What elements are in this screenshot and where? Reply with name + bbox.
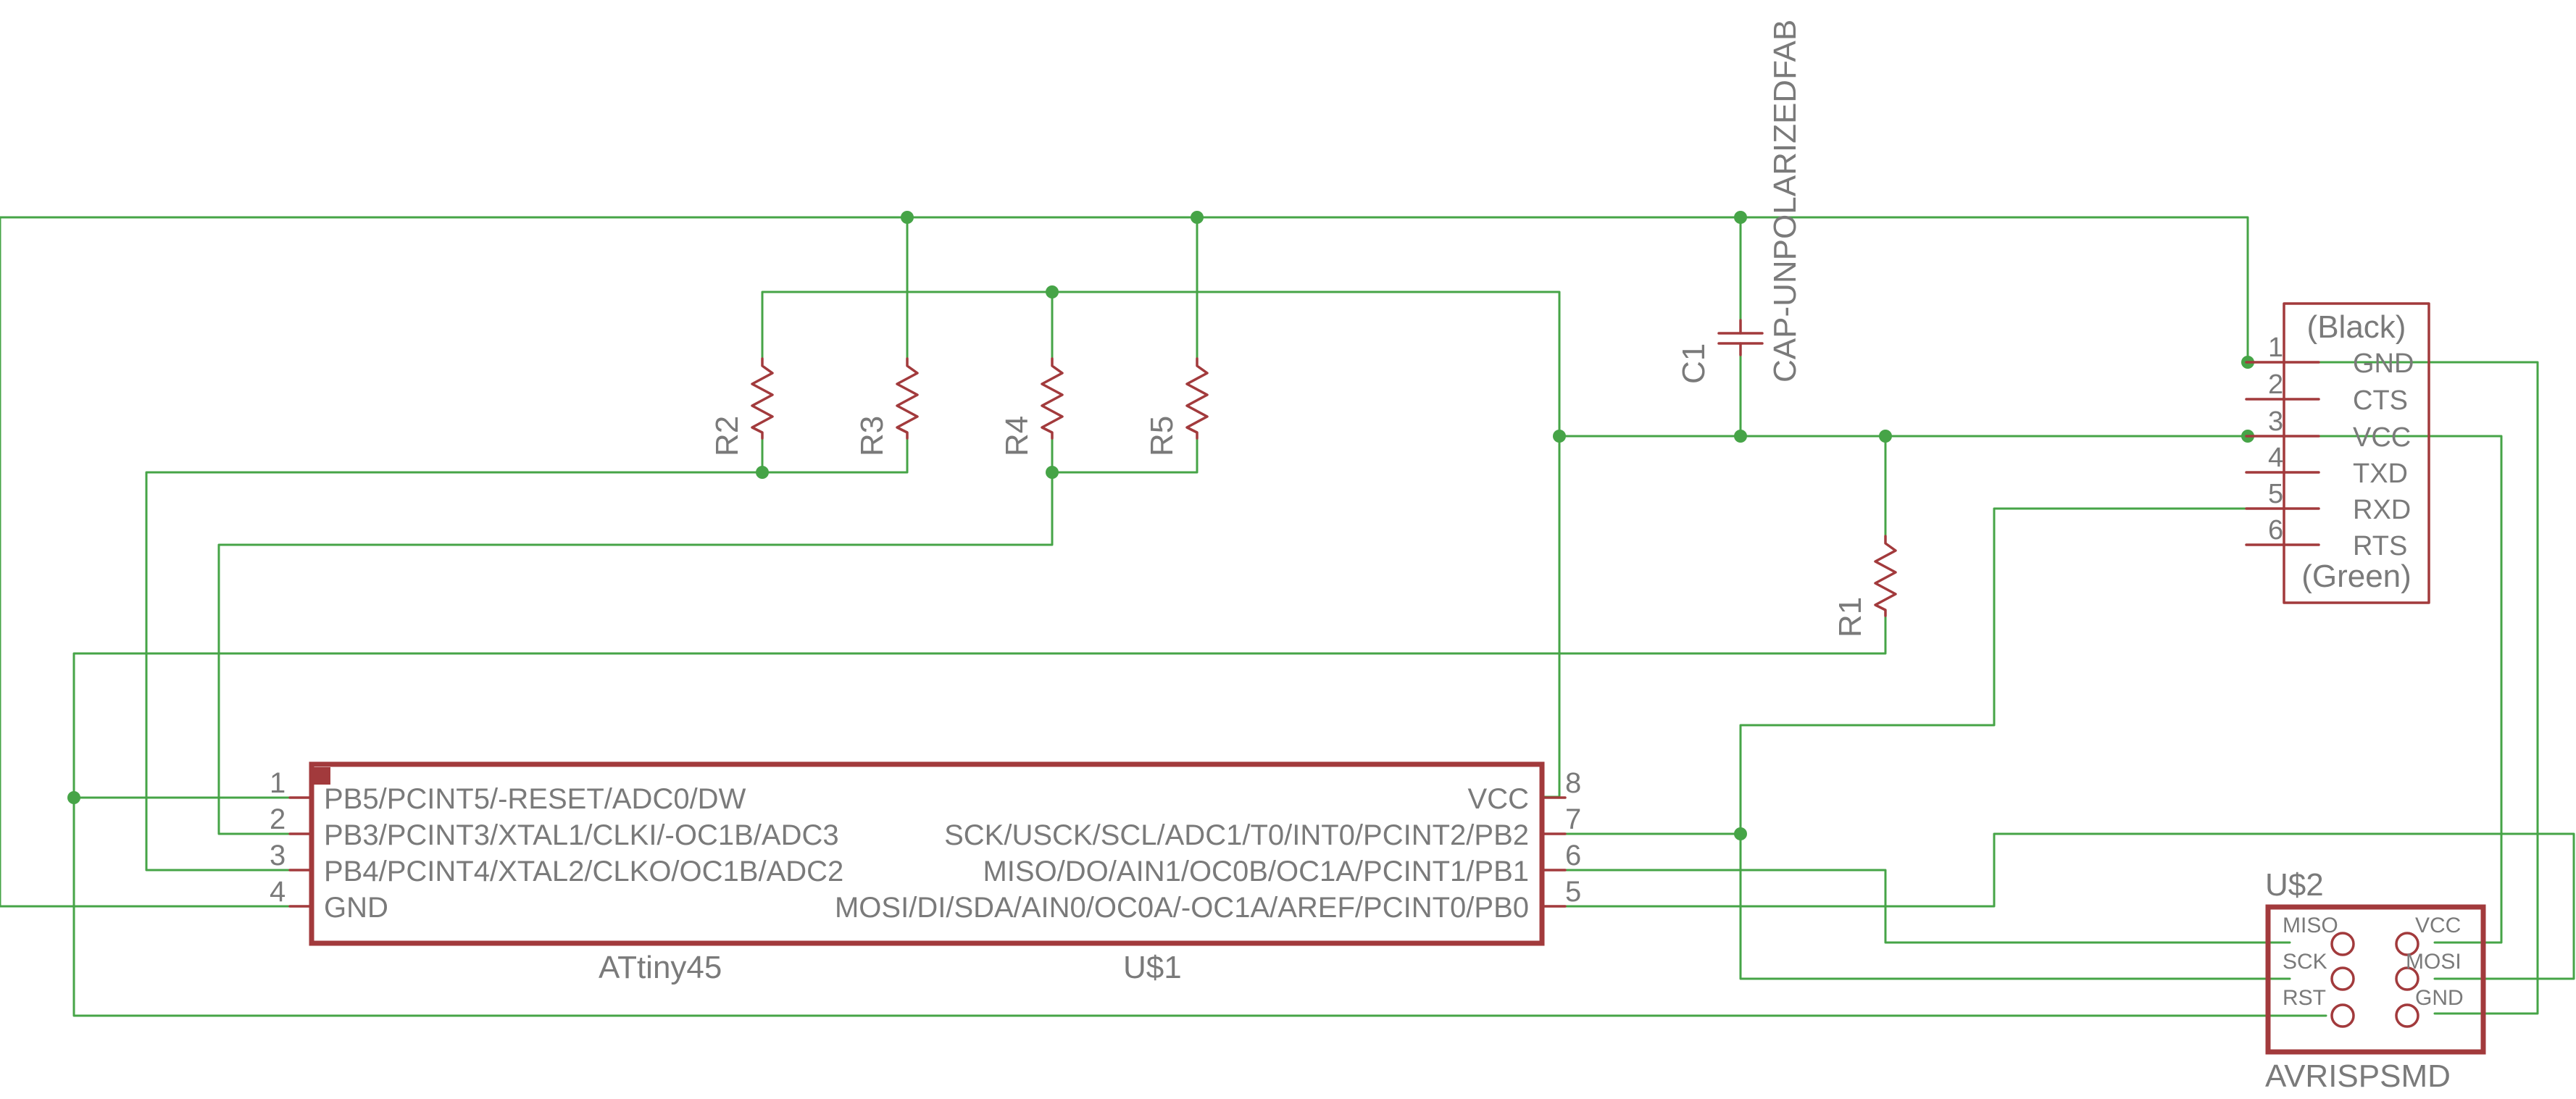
wire-sck-to-rxd: [1739, 507, 2302, 835]
junction: [756, 466, 769, 479]
pin-number: 1: [270, 767, 285, 799]
resistor-symbol: [1874, 535, 1897, 617]
ic-value: ATtiny45: [599, 950, 722, 985]
ftdi-pin-number: 2: [2268, 369, 2283, 400]
wire-gnd-to-isp: [2246, 361, 2539, 1015]
junction: [1879, 430, 1892, 443]
resistor-r4[interactable]: R4: [999, 357, 1064, 456]
pin-name: GND: [324, 892, 388, 924]
ftdi-bottom-label: (Green): [2301, 559, 2412, 594]
wire-pin5-mosi: [1542, 832, 2575, 980]
wire-r4r5-to-pin2: [217, 471, 1054, 835]
isp-value: AVRISPSMD: [2265, 1058, 2451, 1094]
junction: [1553, 430, 1566, 443]
ftdi-pin-name: VCC: [2353, 422, 2411, 453]
pin-number: 7: [1565, 803, 1581, 835]
junction: [901, 211, 914, 224]
capacitor-value: CAP-UNPOLARIZEDFAB: [1767, 20, 1803, 383]
ftdi-pin-number: 3: [2268, 406, 2283, 437]
pin-number: 8: [1565, 767, 1581, 799]
junction: [1046, 466, 1059, 479]
ic-body: [309, 761, 1545, 946]
ftdi-pin-number: 6: [2268, 515, 2283, 546]
resistor-r2[interactable]: R2: [709, 357, 774, 456]
wire-r2r3-to-pin3: [145, 471, 764, 872]
isp-pin-label: MISO: [2283, 914, 2338, 937]
ic-attiny45[interactable]: 1 2 3 4 PB5/PCINT5/-RESET/ADC0/DW PB3/PC…: [270, 761, 1581, 985]
resistor-r3[interactable]: R3: [854, 357, 919, 456]
ftdi-pin-number: 5: [2268, 479, 2283, 509]
wire-vcc-to-isp: [2246, 435, 2503, 944]
ftdi-pin-name: RXD: [2353, 495, 2411, 525]
isp-pin-label: SCK: [2283, 950, 2327, 974]
resistor-name: R5: [1144, 416, 1180, 456]
pin1-marker: [313, 767, 330, 785]
isp-header[interactable]: U$2 AVRISPSMD MISO SCK RST VCC MOSI GND: [2265, 867, 2486, 1094]
resistor-r5[interactable]: R5: [1144, 357, 1209, 456]
junction: [1734, 430, 1747, 443]
junction: [1191, 211, 1204, 224]
pin-name: MISO/DO/AIN1/OC0B/OC1A/PCINT1/PB1: [983, 856, 1529, 887]
isp-pad: [2330, 966, 2355, 991]
pin-name: PB5/PCINT5/-RESET/ADC0/DW: [324, 783, 746, 815]
resistor-symbol: [1041, 357, 1064, 440]
resistor-name: R1: [1833, 597, 1868, 638]
resistor-name: R4: [999, 416, 1035, 456]
capacitor-name: C1: [1676, 343, 1712, 384]
wire-r4r5-bottom: [1051, 437, 1199, 474]
wire-gnd-left-border: [0, 216, 909, 908]
junction: [1734, 827, 1747, 840]
junctions: [67, 211, 2254, 840]
pin-number: 6: [1565, 840, 1581, 872]
resistor-r1[interactable]: R1: [1833, 535, 1897, 638]
pin-number: 5: [1565, 876, 1581, 908]
ftdi-pin-number: 1: [2268, 333, 2283, 363]
ftdi-pin-name: CTS: [2353, 385, 2408, 416]
ftdi-body: [2283, 302, 2430, 604]
resistor-symbol: [751, 357, 774, 440]
isp-pad: [2330, 932, 2355, 956]
pin-name: MOSI/DI/SDA/AIN0/OC0A/-OC1A/AREF/PCINT0/…: [835, 892, 1529, 924]
isp-pad: [2395, 932, 2419, 956]
ftdi-pin-name: RTS: [2353, 531, 2407, 561]
ftdi-pin-name: GND: [2353, 348, 2414, 379]
isp-name: U$2: [2265, 867, 2324, 903]
junction: [1734, 211, 1747, 224]
ftdi-pin-number: 4: [2268, 443, 2283, 473]
pin-number: 2: [270, 803, 285, 835]
junction: [1046, 285, 1059, 298]
isp-pin-label: RST: [2283, 986, 2326, 1010]
wires: [0, 216, 2575, 1017]
pin-name: PB4/PCINT4/XTAL2/CLKO/OC1B/ADC2: [324, 856, 843, 887]
isp-body: [2265, 904, 2486, 1055]
isp-pad: [2395, 966, 2419, 991]
isp-pad: [2395, 1003, 2419, 1028]
ic-name: U$1: [1123, 950, 1182, 985]
ftdi-header[interactable]: (Black) (Green) 1 2 3 4 5 6 GND CTS VCC …: [2245, 302, 2430, 604]
isp-pad: [2330, 1003, 2355, 1028]
resistor-symbol: [896, 357, 919, 440]
capacitor-c1[interactable]: C1 CAP-UNPOLARIZEDFAB: [1676, 20, 1803, 384]
resistor-name: R2: [709, 416, 745, 456]
resistor-symbol: [1185, 357, 1209, 440]
pin-name: PB3/PCINT3/XTAL1/CLKI/-OC1B/ADC3: [324, 819, 839, 851]
isp-pin-label: GND: [2415, 986, 2464, 1010]
junction: [67, 791, 80, 804]
resistor-name: R3: [854, 416, 890, 456]
isp-pin-label: VCC: [2415, 914, 2461, 937]
wire-gnd-top-rail: [906, 216, 2302, 364]
ftdi-pin-name: TXD: [2353, 459, 2408, 489]
wire-sck-to-isp: [1739, 832, 2291, 980]
isp-pin-label: MOSI: [2406, 950, 2462, 974]
wire-r1-reset: [72, 614, 2327, 1017]
pin-name: SCK/USCK/SCL/ADC1/T0/INT0/PCINT2/PB2: [944, 819, 1529, 851]
wire-r2r3-bottom: [761, 437, 909, 474]
pin-number: 3: [270, 840, 285, 872]
ftdi-top-label: (Black): [2307, 309, 2406, 345]
pin-name: VCC: [1468, 783, 1529, 815]
pin-number: 4: [270, 876, 285, 908]
